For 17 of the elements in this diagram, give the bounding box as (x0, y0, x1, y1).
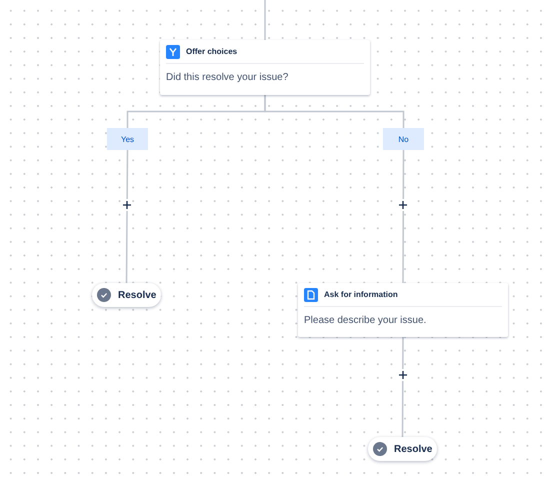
step-label: Resolve (394, 444, 432, 454)
branch-label: No (383, 128, 424, 150)
connector-line (264, 0, 266, 40)
question-card (298, 283, 508, 337)
resolve-step (92, 283, 161, 307)
connector-line (264, 95, 404, 128)
connector-line (402, 150, 404, 283)
step-title: Offer choices (186, 47, 238, 56)
connector-line (126, 150, 128, 283)
step-label: Resolve (118, 290, 156, 300)
connector-line (402, 337, 404, 437)
step-title: Ask for information (324, 290, 398, 299)
branch-label: Yes (107, 128, 148, 150)
step-message: Did this resolve your issue? (165, 71, 290, 85)
choice-card (160, 40, 370, 95)
resolve-step (368, 437, 437, 461)
step-message: Please describe your issue. (303, 314, 428, 328)
